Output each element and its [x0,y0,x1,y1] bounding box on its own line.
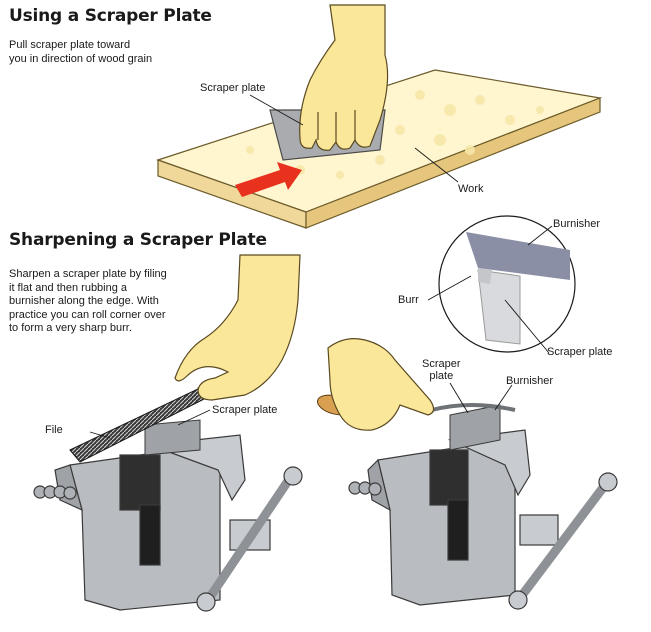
hand-right [327,338,435,431]
vise-right [348,429,618,610]
hand-left [174,254,301,401]
section2-title: Sharpening a Scraper Plate [9,230,267,250]
label-work: Work [458,183,484,195]
label-burnisher-right: Burnisher [506,375,554,387]
label-scraper-plate: Scraper plate [200,82,266,94]
section1-title: Using a Scraper Plate [9,6,212,26]
label-burr: Burr [398,294,419,306]
scraper-plate-right [449,404,501,451]
leader-lines-1 [249,94,459,183]
label-scraper-plate-left: Scraper plate [212,404,278,416]
label-scraper-plate-detail: Scraper plate [547,346,613,358]
label-file: File [45,424,63,436]
scraper-plate-left [144,419,201,456]
label-burnisher-detail: Burnisher [553,218,601,230]
leader-lines-2 [89,225,553,439]
label-scraper-plate-right: Scraper plate [422,358,461,382]
hand-top [299,4,389,151]
vise-left [33,434,303,612]
section1-description: Pull scraper plate toward you in directi… [9,39,153,65]
detail-circle [438,215,576,353]
section2-description: Sharpen a scraper plate by filing it fla… [9,268,167,334]
direction-arrow [235,162,302,197]
